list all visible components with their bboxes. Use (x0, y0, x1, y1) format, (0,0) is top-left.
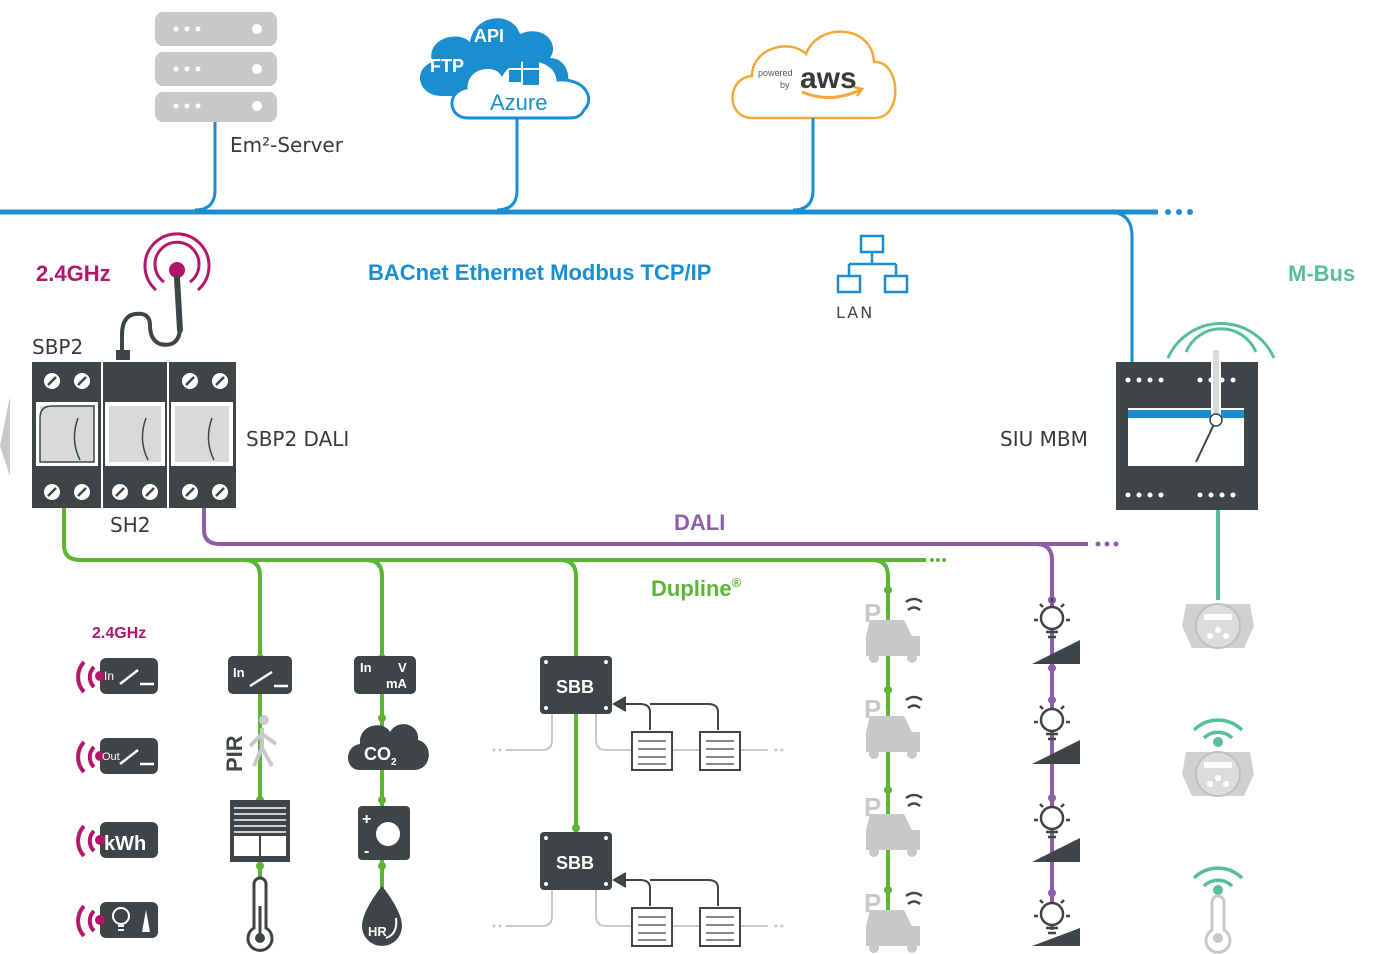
sbb-connections (506, 696, 768, 927)
antenna-icon (116, 232, 211, 360)
dali-label: DALI (674, 510, 725, 535)
sbb-continue-dots (492, 748, 784, 928)
blind-icon (230, 800, 290, 862)
co2-icon (348, 724, 429, 770)
sbb-1-label: SBB (556, 677, 594, 697)
parking-p-label-3: P (864, 792, 881, 822)
cloud-azure-label: Azure (490, 90, 547, 115)
cloud-icon (419, 18, 591, 120)
lan-label: LAN (836, 303, 874, 322)
co2-label: CO2 (364, 744, 397, 768)
analog-module-icon (354, 656, 416, 694)
siu-mbm-module (1116, 350, 1258, 510)
parking-wave-icons (905, 597, 923, 906)
humidity-icon (362, 886, 402, 946)
cloud-ftp-label: FTP (430, 56, 464, 76)
dupline-label: Dupline® (651, 575, 742, 601)
wireless-output-icon (76, 738, 158, 774)
pir-icon (248, 715, 278, 767)
sbb-2-label: SBB (556, 853, 594, 873)
wireless-icon (1166, 322, 1276, 359)
em2-server-label: Em²-Server (230, 133, 344, 157)
dali-drop (1035, 542, 1054, 930)
thermometer-icon (246, 876, 274, 952)
ghz-main-label: 2.4GHz (36, 261, 111, 286)
car-icon-3 (866, 814, 920, 857)
input-module-icon (228, 656, 292, 694)
aws-by-label: by (780, 80, 790, 90)
sbp2-dali-label: SBP2 DALI (246, 427, 349, 451)
meter-icon-2 (1182, 751, 1254, 797)
minus-label: - (364, 843, 369, 860)
wireless-kwh-icon (76, 822, 158, 858)
car-icon-2 (866, 716, 920, 759)
sbb-module-2 (540, 832, 612, 890)
parking-p-label-2: P (864, 694, 881, 724)
car-icon-4 (866, 910, 920, 953)
ghz-small-label: 2.4GHz (92, 625, 146, 642)
lan-icon (836, 234, 909, 294)
wl-out-label: Out (102, 751, 120, 763)
network-label: BACnet Ethernet Modbus TCP/IP (368, 260, 711, 285)
sbp2-module (0, 362, 236, 508)
push-button-lines (638, 740, 734, 941)
pir-label: PIR (222, 735, 247, 772)
dali-bus (202, 508, 1088, 546)
hr-label: HR (368, 924, 387, 939)
mod-in2-label: In (360, 660, 372, 675)
siu-mbm-label: SIU MBM (1000, 427, 1088, 451)
wl-in-label: In (104, 669, 114, 683)
aws-powered-label: powered (758, 68, 793, 78)
mbus-label: M-Bus (1288, 261, 1355, 286)
wl-kwh-label: kWh (104, 833, 146, 855)
server-icon (155, 12, 277, 122)
ethernet-continue-dots (1165, 209, 1193, 215)
cloud-api-label: API (474, 26, 504, 46)
wireless-input-icon (76, 658, 158, 694)
setpoint-icon (358, 806, 410, 860)
mod-ma-label: mA (386, 676, 408, 691)
mod-v-label: V (398, 660, 407, 675)
wireless-dot-thermo (1213, 885, 1223, 895)
thermometer-icon-mbus (1204, 894, 1232, 954)
dupline-bus (62, 508, 926, 562)
wireless-icon-meter (1192, 718, 1244, 740)
parking-p-label-4: P (864, 888, 881, 918)
sh2-label: SH2 (110, 513, 150, 537)
lamp-icons (1032, 598, 1080, 946)
plus-label: + (362, 811, 371, 828)
sbp2-label: SBP2 (32, 335, 83, 359)
wireless-dot-meter (1213, 737, 1223, 747)
sbb-module-1 (540, 656, 612, 714)
car-icon-1 (866, 620, 920, 663)
meter-icon-1 (1182, 603, 1254, 649)
dupline-continue-dots (930, 558, 946, 562)
dali-continue-dots (1095, 541, 1119, 547)
wireless-lamp-icon (76, 902, 158, 938)
dupline-drops (243, 558, 890, 930)
parking-p-label-1: P (864, 598, 881, 628)
mod-in-label: In (233, 665, 245, 680)
aws-logo-label: aws (800, 62, 857, 95)
aws-cloud-icon (731, 30, 897, 120)
wireless-icon-thermo (1192, 866, 1244, 888)
